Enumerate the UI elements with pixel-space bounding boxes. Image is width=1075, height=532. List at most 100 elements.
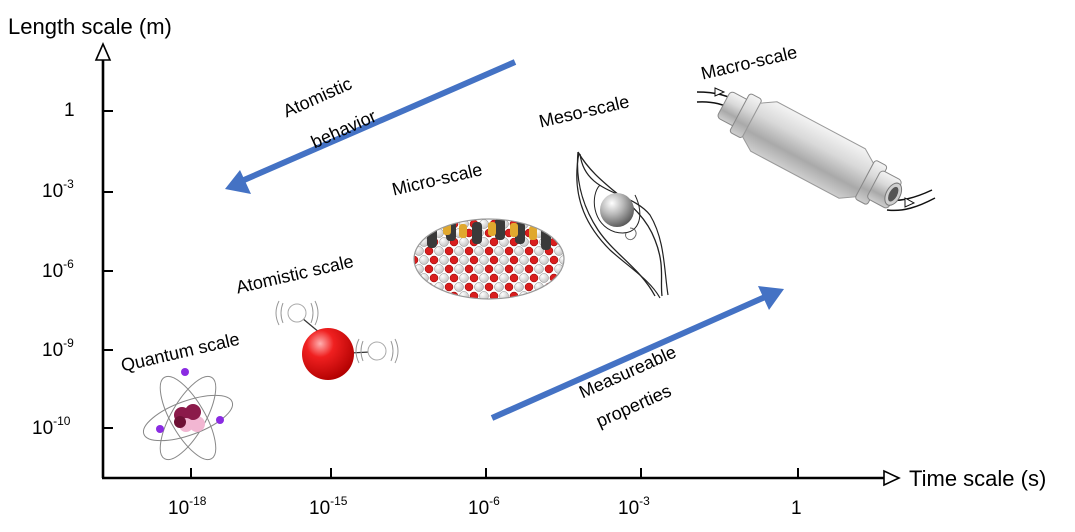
x-axis [102, 469, 901, 487]
lattice-atom [529, 273, 539, 283]
lattice-atom [565, 283, 573, 291]
y-tick-label: 10-10 [32, 414, 71, 439]
lattice-atom [494, 282, 504, 292]
lattice-atom [494, 264, 504, 274]
lattice-atom [469, 255, 479, 265]
lattice-atom [419, 255, 429, 265]
lattice-atom [549, 219, 559, 229]
quantum-atom-illustration [142, 368, 234, 461]
lattice-atom [474, 282, 484, 292]
lattice-atom [514, 246, 524, 256]
lattice-atom [519, 273, 529, 283]
lattice-atom [474, 264, 484, 274]
y-axis [94, 42, 112, 478]
x-tick-label: 10-6 [468, 494, 500, 519]
lattice-atom [565, 247, 573, 255]
lattice-atom [414, 282, 424, 292]
y-tick-label: 10-9 [42, 336, 74, 361]
lattice-atom [444, 282, 454, 292]
lattice-atom [414, 237, 419, 247]
lattice-atom [484, 282, 494, 292]
lattice-atom [449, 255, 459, 265]
lattice-atom [414, 255, 419, 265]
lattice-dark-column [495, 219, 505, 240]
lattice-atom [519, 255, 529, 265]
y-tick-label: 10-6 [42, 257, 74, 282]
lattice-atom [549, 291, 559, 299]
lattice-atom [514, 264, 524, 274]
y-axis-title: Length scale (m) [8, 14, 172, 39]
lattice-atom [484, 246, 494, 256]
lattice-atom [494, 246, 504, 256]
lattice-atom [489, 291, 499, 299]
lattice-atom [539, 291, 549, 299]
lattice-atom [509, 273, 519, 283]
lattice-atom [464, 282, 474, 292]
lattice-atom [565, 265, 573, 273]
measureable-properties-arrow [490, 286, 784, 421]
x-tick-label: 10-3 [618, 494, 650, 519]
y-tick-label: 10-3 [42, 177, 74, 202]
lattice-atom [429, 273, 439, 283]
lattice-atom [524, 264, 534, 274]
lattice-atom [429, 219, 439, 229]
lattice-atom [414, 228, 424, 238]
lattice-atom [499, 273, 509, 283]
lattice-atom [459, 273, 469, 283]
lattice-atom [559, 237, 564, 247]
lattice-atom [549, 255, 559, 265]
lattice-atom [524, 246, 534, 256]
lattice-atom [414, 291, 419, 299]
lattice-atom [559, 291, 564, 299]
lattice-atom [464, 264, 474, 274]
lattice-gold-column [488, 222, 496, 236]
lattice-atom [489, 255, 499, 265]
lattice-atom [459, 255, 469, 265]
lattice-gold-column [510, 223, 518, 237]
lattice-atom [554, 282, 564, 292]
lattice-atom [439, 255, 449, 265]
lattice-atom [529, 255, 539, 265]
lattice-atom [429, 291, 439, 299]
atomistic-particle-illustration [275, 300, 399, 380]
lattice-atom [474, 246, 484, 256]
lattice-atom [544, 264, 554, 274]
lattice-atom [519, 291, 529, 299]
lattice-atom [414, 273, 419, 283]
lattice-atom [539, 219, 549, 229]
micro-lattice-illustration [413, 218, 573, 300]
lattice-atom [534, 264, 544, 274]
lattice-gold-column [443, 221, 451, 235]
lattice-atom [419, 219, 429, 229]
lattice-atom [509, 255, 519, 265]
x-tick-label: 10-15 [309, 494, 348, 519]
lattice-atom [565, 229, 573, 237]
lattice-atom [449, 273, 459, 283]
lattice-atom [454, 264, 464, 274]
y-axis-arrowhead [94, 42, 112, 61]
lattice-atom [539, 273, 549, 283]
x-tick-label: 10-18 [168, 494, 207, 519]
lattice-atom [439, 237, 449, 247]
electron-dot [181, 368, 189, 376]
lattice-atom [414, 219, 419, 229]
lattice-dark-column [472, 222, 482, 244]
lattice-atom [454, 282, 464, 292]
lattice-atom [489, 237, 499, 247]
lattice-atom [489, 273, 499, 283]
electron-dot [216, 416, 224, 424]
lattice-atom [434, 264, 444, 274]
lattice-atom [424, 246, 434, 256]
meso-flow-illustration [576, 151, 669, 299]
lattice-atom [479, 255, 489, 265]
x-axis-title: Time scale (s) [909, 466, 1047, 491]
lattice-gold-column [529, 226, 537, 240]
lattice-atom [504, 264, 514, 274]
x-axis-arrowhead [883, 469, 901, 487]
lattice-atom [504, 282, 514, 292]
lattice-atom [559, 219, 564, 229]
electron-dot [156, 425, 164, 433]
lattice-atom [524, 282, 534, 292]
